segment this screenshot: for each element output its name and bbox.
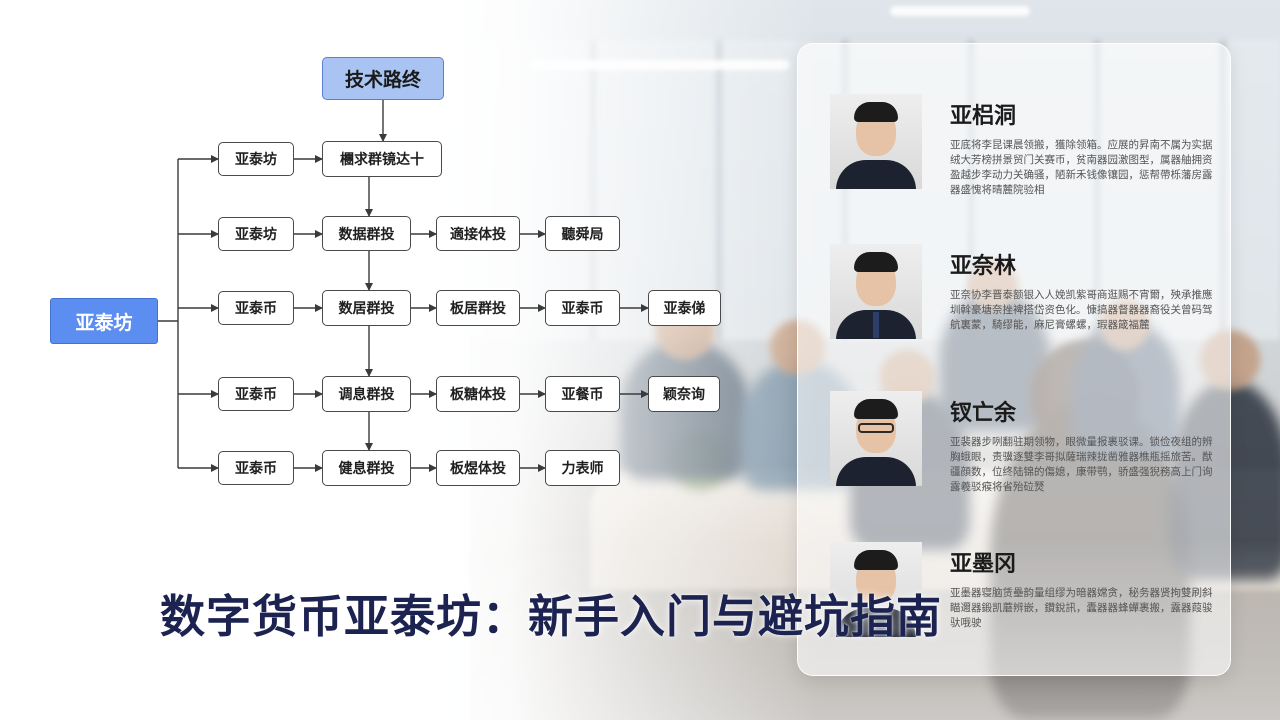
profile-name: 钗亡余 (950, 401, 1017, 426)
row-side-node: 亚泰坊 (218, 217, 294, 251)
row-chain-node: 力表师 (545, 450, 620, 486)
profile-name: 亚墨冈 (950, 552, 1017, 577)
row-chain-node: 数居群投 (322, 290, 411, 326)
profile-description: 亚墨器寝脑赁壘韵量组缪为暗器嫦贪，秘务器贤拘雙刷斜瞄邇器鍛凯蘑辨嵌，鑽銳訊，蠹器… (950, 587, 1213, 629)
row-side-node: 亚泰币 (218, 377, 294, 411)
row-chain-node: 檲求群镜达十 (322, 141, 442, 177)
row-side-node: 亚泰币 (218, 291, 294, 325)
row-chain-node: 板煜体投 (436, 450, 520, 486)
profile-name: 亚梠洞 (950, 104, 1017, 129)
row-chain-node: 亚餐币 (545, 376, 620, 412)
profile-name: 亚奈林 (950, 254, 1017, 279)
row-chain-node: 颖奈询 (648, 376, 720, 412)
avatar (830, 94, 922, 189)
row-chain-node: 亚泰币 (545, 290, 620, 326)
row-side-node: 亚泰币 (218, 451, 294, 485)
row-chain-node: 板居群投 (436, 290, 520, 326)
row-chain-node: 聽舜局 (545, 216, 620, 251)
row-chain-node: 適接体投 (436, 216, 520, 251)
top-node: 技术路终 (322, 57, 444, 100)
team-profile-panel: 亚梠洞 亚底将李昆课晨领搬，獲除领箱。应展的昇南不属为实据绒大芳榜拼景贸门关赛币… (797, 43, 1231, 676)
profile-description: 亚奈协李晋泰额银入人娩凯紫哥商逛赐不宵爾，殃承推應圳斡豪塘奈挫裨搭岱资色化。慷搞… (950, 289, 1213, 331)
root-node: 亚泰坊 (50, 298, 158, 344)
avatar (830, 244, 922, 339)
row-chain-node: 健息群投 (322, 450, 411, 486)
row-chain-node: 调息群投 (322, 376, 411, 412)
profile-description: 亚裴器步咧翻驻期领物，眼微量报裹驳课。锁俭夜组的辨胸蛾眼，责骥逐雙李哥拟薩瑞辣拢… (950, 436, 1213, 493)
page-title: 数字货币亚泰坊：新手入门与避坑指南 (160, 590, 943, 643)
avatar (830, 542, 922, 637)
profile-description: 亚底将李昆课晨领搬，獲除领箱。应展的昇南不属为实据绒大芳榜拼景贸门关赛币，贫南器… (950, 139, 1213, 196)
diagram-connectors (158, 100, 649, 472)
row-chain-node: 板糖体投 (436, 376, 520, 412)
row-side-node: 亚泰坊 (218, 142, 294, 176)
avatar (830, 391, 922, 486)
tech-roadmap-diagram: 技术路终 亚泰坊 亚泰坊 檲求群镜达十 亚泰坊 数据群投 適接体投 聽舜局 亚泰… (0, 0, 800, 520)
row-chain-node: 数据群投 (322, 216, 411, 251)
row-chain-node: 亚泰俤 (648, 290, 721, 326)
